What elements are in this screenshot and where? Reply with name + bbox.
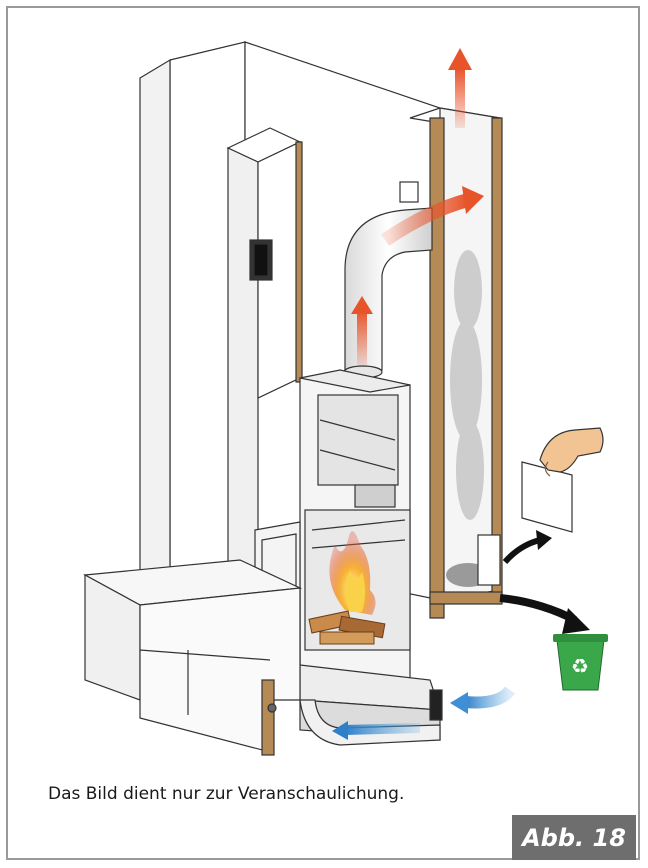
hot-air-arrow-chimney-top — [448, 48, 472, 128]
recycle-bin-icon: ♻ — [553, 634, 608, 691]
logs — [308, 610, 386, 645]
svg-text:♻: ♻ — [571, 654, 589, 678]
hot-air-arrow-chimney-side — [381, 186, 484, 246]
cleaning-hand — [521, 427, 604, 533]
black-arrows — [499, 530, 590, 634]
cold-air-arrows — [332, 686, 515, 740]
hot-air-arrow-pipe — [351, 296, 373, 365]
cold-air-arrow-duct — [332, 721, 421, 740]
cold-air-arrow-inlet — [450, 686, 515, 714]
hearth-bench — [82, 559, 303, 756]
air-duct — [299, 699, 441, 746]
hot-air-arrows — [351, 48, 484, 365]
figure-label: Abb. 18 — [512, 815, 636, 860]
fire — [329, 531, 376, 615]
illustration-caption: Das Bild dient nur zur Veranschaulichung… — [48, 784, 405, 804]
cladding-panel — [226, 127, 303, 651]
